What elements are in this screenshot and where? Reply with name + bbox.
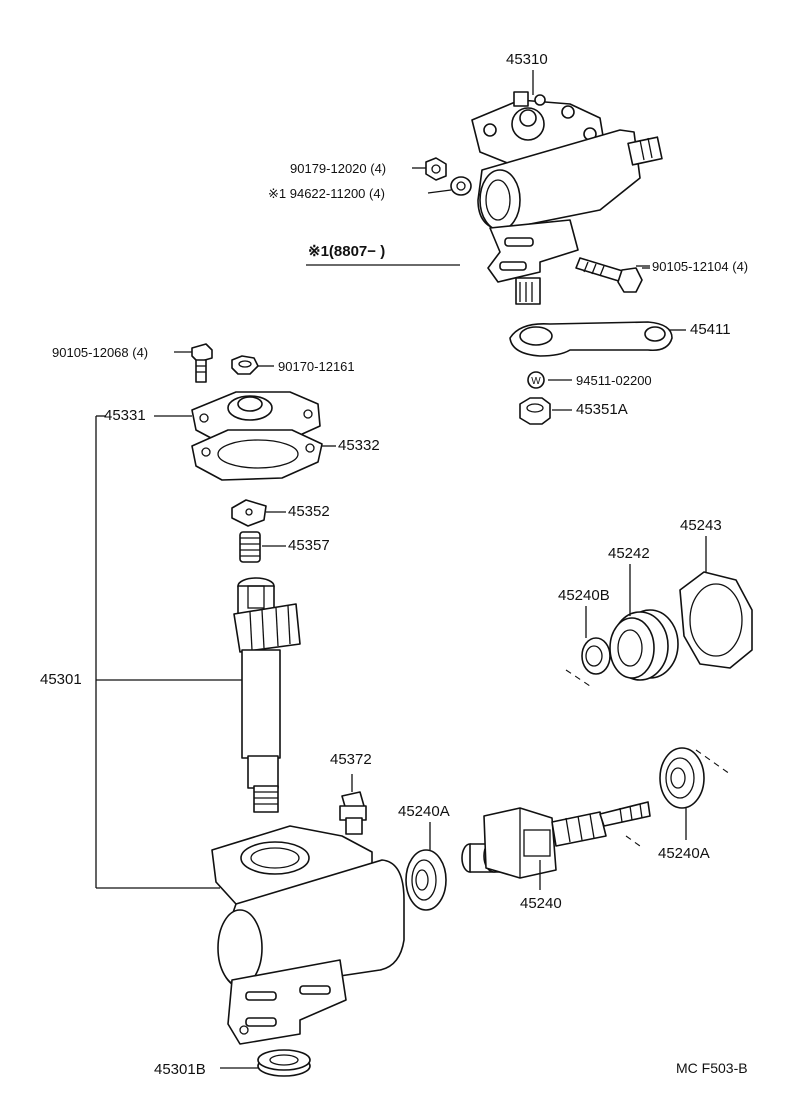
label-90105-12068: 90105-12068 (4) (52, 345, 149, 360)
note-8807: ※1(8807− ) (308, 243, 386, 260)
label-45240a-right: 45240A (658, 845, 710, 862)
group-bracket-45301 (95, 415, 220, 889)
adjusting-screw-45357 (239, 531, 286, 563)
drawing-reference: MC F503-B (676, 1060, 748, 1076)
bearing-45240b (565, 606, 611, 687)
label-45331: 45331 (104, 407, 146, 424)
bolt-90105-12104 (575, 257, 650, 293)
label-90170-12161: 90170-12161 (278, 359, 355, 374)
label-90105-12104: 90105-12104 (4) (652, 259, 749, 274)
label-94622-11200: ※1 94622-11200 (4) (268, 186, 385, 201)
sector-shaft-45301 (96, 577, 301, 813)
plug-45372 (339, 774, 367, 835)
worm-shaft-45240 (461, 801, 651, 890)
gasket-45332 (191, 429, 336, 481)
label-45243: 45243 (680, 517, 722, 534)
label-45352: 45352 (288, 503, 330, 520)
label-90179-12020: 90179-12020 (4) (290, 161, 387, 176)
washer-symbol: W (531, 376, 541, 387)
nut-90170 (231, 355, 274, 375)
label-45240a-left: 45240A (398, 803, 450, 820)
steering-gear-assembly-45310 (471, 70, 663, 305)
label-45301b: 45301B (154, 1061, 206, 1078)
label-45242: 45242 (608, 545, 650, 562)
gear-housing-45301 (211, 825, 405, 1045)
label-45240b: 45240B (558, 587, 610, 604)
label-45357: 45357 (288, 537, 330, 554)
oil-seal-45301b (220, 1049, 311, 1077)
washer-94511: W (527, 371, 572, 389)
bearing-45240a-left (405, 822, 447, 911)
label-45351a: 45351A (576, 401, 628, 418)
label-45372: 45372 (330, 751, 372, 768)
bolt-90105-12068 (174, 343, 213, 383)
adjusting-plate-45352 (231, 499, 286, 527)
bearing-45240a-right (659, 747, 731, 840)
lock-nut-45243 (679, 536, 753, 669)
label-94511-02200: 94511-02200 (576, 373, 652, 388)
label-45240: 45240 (520, 895, 562, 912)
washer-94622 (427, 176, 472, 196)
label-45332: 45332 (338, 437, 380, 454)
label-45301: 45301 (40, 671, 82, 688)
label-45310: 45310 (506, 51, 548, 68)
label-45411: 45411 (690, 321, 731, 338)
pitman-arm-45411 (509, 321, 686, 357)
nut-90179 (412, 157, 447, 181)
adjusting-screw-45242 (609, 564, 679, 681)
nut-45351a (519, 397, 572, 425)
